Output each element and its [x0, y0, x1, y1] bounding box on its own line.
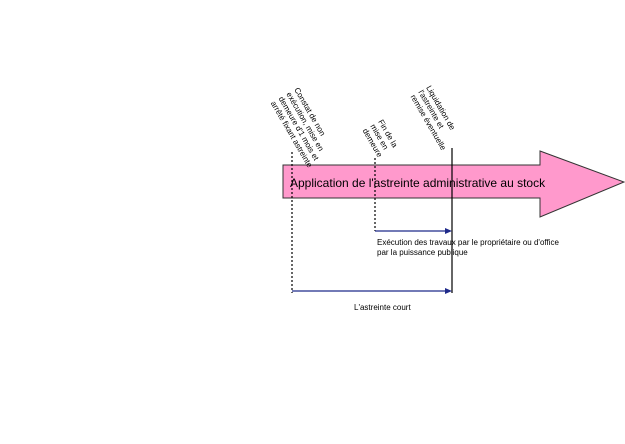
running-note: L'astreinte court	[354, 303, 411, 312]
execution-note: Exécution des travaux par le propriétair…	[377, 238, 559, 257]
arrow-label: Application de l'astreinte administrativ…	[290, 176, 546, 190]
running-bracket	[292, 288, 452, 294]
main-arrow	[282, 150, 625, 218]
execution-bracket	[375, 228, 452, 234]
